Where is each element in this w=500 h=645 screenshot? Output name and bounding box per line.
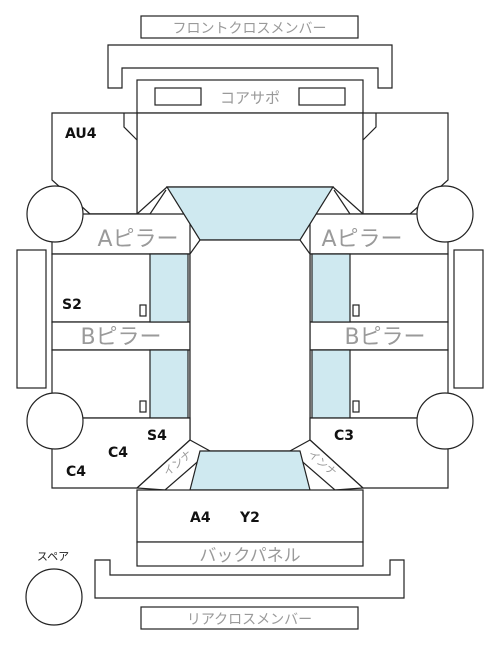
front-cross-member-label: フロントクロスメンバー — [173, 21, 327, 37]
roof-panel[interactable] — [189, 239, 311, 452]
code-left-rear-quarter: S4 — [147, 428, 167, 444]
right-b-pillar-label: Bピラー — [344, 325, 425, 350]
code-rear-left-outer: C4 — [66, 464, 86, 480]
right-a-pillar-label: Aピラー — [321, 227, 402, 252]
trunk-lid[interactable] — [136, 489, 364, 543]
front-left-wheel[interactable] — [26, 185, 84, 243]
right-fender-detail — [362, 113, 377, 141]
code-left-sill: S2 — [62, 297, 82, 313]
left-a-pillar-label: Aピラー — [97, 227, 178, 252]
left-rear-door-glass[interactable] — [149, 349, 189, 419]
code-trunk-floor-right: Y2 — [239, 510, 260, 526]
code-right-rear-quarter: C3 — [334, 428, 354, 444]
core-support-label: コアサポ — [220, 89, 280, 107]
spare-tire[interactable] — [25, 568, 83, 626]
front-right-wheel[interactable] — [416, 185, 474, 243]
left-front-door-glass[interactable] — [149, 253, 189, 323]
code-rear-left-inner: C4 — [108, 445, 128, 461]
rear-cross-member-box[interactable] — [140, 606, 359, 630]
code-trunk-floor-left: A4 — [190, 510, 211, 526]
left-rocker-panel[interactable] — [16, 249, 47, 389]
front-cross-member-box[interactable] — [140, 15, 359, 39]
rear-left-wheel[interactable] — [26, 392, 84, 450]
rear-bumper-frame[interactable] — [94, 559, 405, 599]
front-bumper-frame[interactable] — [107, 44, 393, 89]
rear-window[interactable] — [189, 450, 311, 491]
left-rear-handle — [139, 400, 147, 413]
spare-label: スペア — [37, 550, 69, 563]
right-rear-door-glass[interactable] — [311, 349, 351, 419]
core-support-box[interactable] — [136, 79, 364, 114]
left-fender-detail — [123, 113, 138, 141]
front-windshield[interactable] — [165, 186, 335, 241]
rear-right-wheel[interactable] — [416, 392, 474, 450]
rear-cross-member-label: リアクロスメンバー — [187, 612, 312, 628]
code-front-left-apron: AU4 — [65, 126, 97, 142]
back-panel-label: バックパネル — [199, 546, 300, 566]
right-rear-handle — [352, 400, 360, 413]
back-panel-box[interactable] — [136, 541, 364, 567]
right-rocker-panel[interactable] — [453, 249, 484, 389]
right-front-handle — [352, 304, 360, 317]
left-front-handle — [139, 304, 147, 317]
left-headlight-outline — [154, 87, 202, 106]
right-front-door-glass[interactable] — [311, 253, 351, 323]
left-b-pillar-label: Bピラー — [80, 325, 161, 350]
right-headlight-outline — [298, 87, 346, 106]
